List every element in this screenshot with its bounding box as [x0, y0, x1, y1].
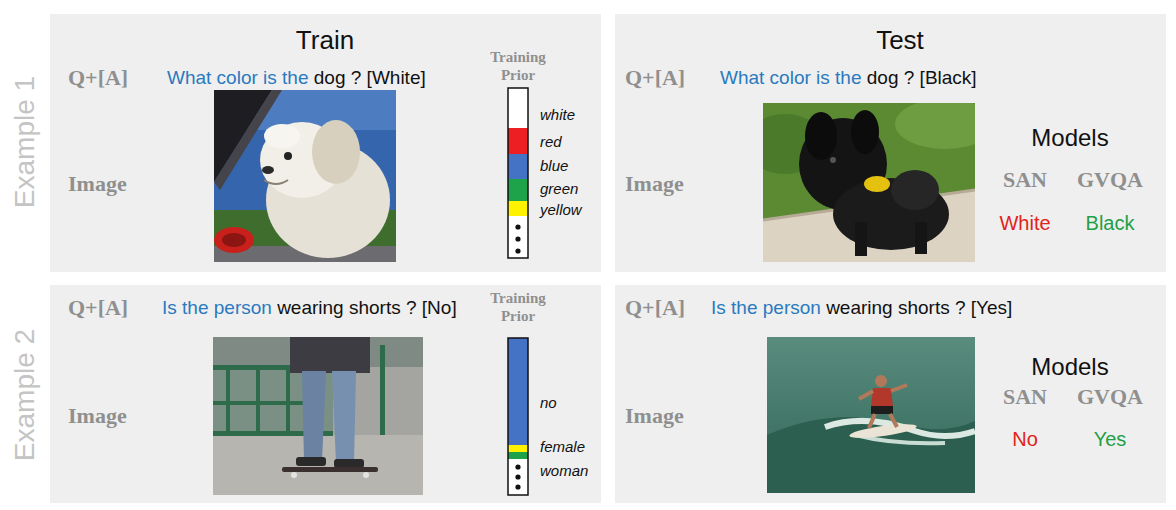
row-label: Q+[A]	[625, 295, 685, 321]
row-label: Q+[A]	[68, 295, 128, 321]
question-rest: dog ? [Black]	[867, 67, 977, 89]
panel-heading: Test	[876, 25, 924, 56]
correct-answer: Black	[1086, 212, 1135, 235]
model-name: GVQA	[1077, 167, 1143, 193]
wrong-answer: No	[1012, 428, 1038, 451]
example-panel: TrainQ+[A] What color is thedog ? [White]…	[50, 14, 601, 272]
question-stem: What color is the	[167, 67, 309, 89]
row-label: Image	[68, 171, 127, 197]
question-stem: Is the person	[162, 297, 272, 319]
row-label: Image	[625, 403, 684, 429]
question-stem: What color is the	[720, 67, 862, 89]
correct-answer: Yes	[1094, 428, 1127, 451]
answer-category: woman	[540, 462, 588, 479]
panel-heading: Train	[296, 25, 354, 56]
model-name: GVQA	[1077, 384, 1143, 410]
question-rest: wearing shorts ? [Yes]	[826, 297, 1012, 319]
example-panel: TestQ+[A] What color is thedog ? [Black] I…	[615, 14, 1166, 272]
question-stem: Is the person	[711, 297, 821, 319]
prior-title: Training Prior	[478, 48, 558, 84]
models-heading: Models	[1031, 124, 1108, 152]
model-name: SAN	[1003, 167, 1047, 193]
row-label: Image	[625, 171, 684, 197]
answer-category: no	[540, 394, 557, 411]
row-label: Image	[68, 403, 127, 429]
prior-title: Training Prior	[478, 289, 558, 325]
row-label: Q+[A]	[68, 65, 128, 91]
answer-category: red	[540, 133, 562, 150]
wrong-answer: White	[999, 212, 1050, 235]
example-row-title: Example 1	[9, 76, 41, 208]
answer-category: yellow	[540, 201, 582, 218]
row-label: Q+[A]	[625, 65, 685, 91]
example-panel: Q+[A] Is the personwearing shorts ? [Yes]…	[615, 285, 1166, 503]
model-name: SAN	[1003, 384, 1047, 410]
answer-category: white	[540, 106, 575, 123]
answer-category: blue	[540, 157, 568, 174]
question-rest: dog ? [White]	[314, 67, 426, 89]
question-rest: wearing shorts ? [No]	[277, 297, 457, 319]
models-heading: Models	[1031, 353, 1108, 381]
answer-category: female	[540, 438, 585, 455]
example-row-title: Example 2	[9, 329, 41, 461]
answer-category: green	[540, 180, 578, 197]
prior-bar	[508, 338, 528, 495]
example-panel: Q+[A] Is the personwearing shorts ? [No] I…	[50, 285, 601, 503]
prior-bar	[508, 88, 528, 258]
